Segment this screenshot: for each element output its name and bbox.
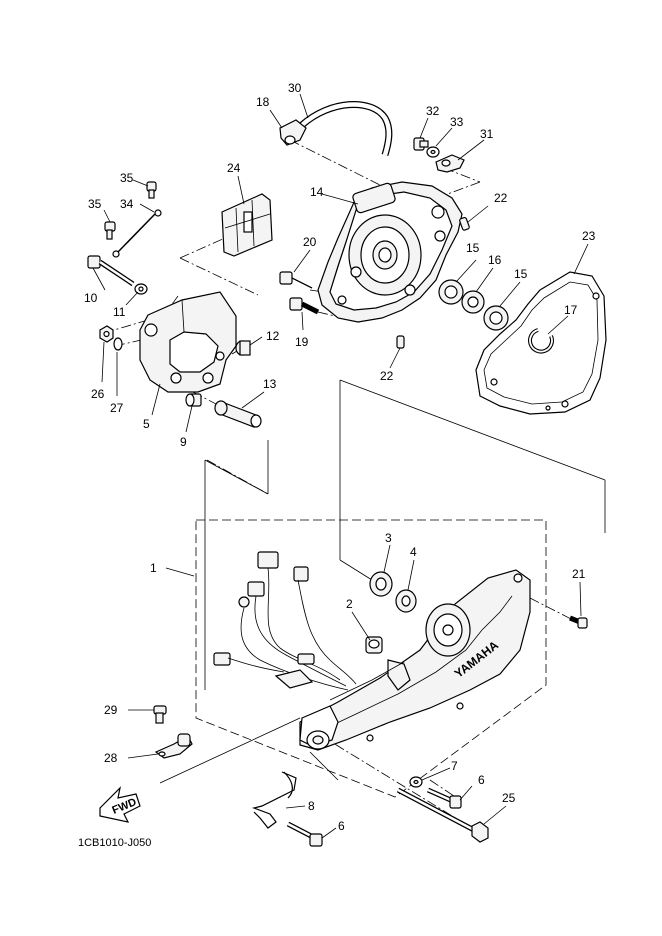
callout-15a: 15 <box>466 241 480 255</box>
callout-28: 28 <box>104 751 118 765</box>
callout-25: 25 <box>502 791 516 805</box>
callout-11: 11 <box>113 305 126 319</box>
bolt-6b <box>286 821 323 847</box>
callout-33: 33 <box>450 115 464 129</box>
washer-11 <box>134 283 148 295</box>
callout-7: 7 <box>451 759 458 773</box>
callouts: 1 2 3 4 5 6 6 7 8 9 10 11 12 13 14 15 15… <box>84 81 596 833</box>
seal-16 <box>461 290 485 314</box>
bolt-25 <box>396 787 489 843</box>
joint-18 <box>279 119 307 146</box>
callout-5: 5 <box>143 417 150 431</box>
callout-29: 29 <box>104 703 118 717</box>
bearing-15a <box>438 279 464 305</box>
spacer-2 <box>365 636 383 654</box>
bolt-32 <box>413 137 429 151</box>
callout-3: 3 <box>385 531 392 545</box>
plate-24 <box>221 193 273 257</box>
callout-19: 19 <box>295 335 309 349</box>
hose-30 <box>299 100 393 157</box>
bolt-21 <box>569 615 588 629</box>
callout-18: 18 <box>256 95 270 109</box>
bolt-20 <box>279 271 313 289</box>
callout-4: 4 <box>410 545 417 559</box>
washer-33 <box>426 146 440 158</box>
callout-31: 31 <box>480 127 494 141</box>
callout-9: 9 <box>180 435 187 449</box>
callout-12: 12 <box>266 329 280 343</box>
circlip-17 <box>528 328 554 354</box>
washer-27 <box>113 337 123 351</box>
crankcase-cover-1 <box>299 569 531 751</box>
callout-15b: 15 <box>514 267 528 281</box>
bracket-8 <box>251 771 297 829</box>
callout-10: 10 <box>84 291 98 305</box>
callout-1: 1 <box>150 561 157 575</box>
callout-16: 16 <box>488 253 502 267</box>
assembly-1-outline <box>195 519 547 798</box>
callout-30: 30 <box>288 81 302 95</box>
wire-34 <box>112 209 162 258</box>
callout-34: 34 <box>120 197 134 211</box>
bracket-5 <box>139 291 237 393</box>
drawing-code: 1CB1010-J050 <box>78 837 151 849</box>
callout-35b: 35 <box>88 197 102 211</box>
callout-27: 27 <box>110 401 124 415</box>
bearing-4 <box>395 589 417 613</box>
callout-14: 14 <box>310 185 324 199</box>
callout-13: 13 <box>263 377 277 391</box>
spacer-13 <box>214 400 262 428</box>
leader-lines <box>92 93 589 839</box>
screw-29 <box>153 705 167 724</box>
callout-8: 8 <box>308 799 315 813</box>
collar-12 <box>235 340 251 356</box>
dowel-pin-22b <box>396 335 405 349</box>
callout-26: 26 <box>91 387 105 401</box>
callout-35a: 35 <box>120 171 134 185</box>
bolt-10 <box>87 255 135 287</box>
washer-7 <box>409 776 423 788</box>
bearing-15b <box>483 305 509 331</box>
gasket-23 <box>475 271 607 415</box>
screw-35a <box>146 181 157 199</box>
callout-32: 32 <box>426 104 440 118</box>
bolt-6a <box>426 787 462 809</box>
clamp-28 <box>154 733 193 759</box>
callout-6b: 6 <box>338 819 345 833</box>
bolt-19 <box>289 297 320 315</box>
callout-17: 17 <box>564 303 578 317</box>
seal-3 <box>369 571 393 597</box>
callout-22a: 22 <box>494 191 508 205</box>
callout-22b: 22 <box>380 369 394 383</box>
clamp-31 <box>435 154 465 173</box>
callout-24: 24 <box>227 161 241 175</box>
callout-20: 20 <box>303 235 317 249</box>
collar-9 <box>185 393 202 407</box>
dowel-pin-22a <box>459 216 470 231</box>
nut-26 <box>99 325 114 343</box>
fwd-arrow-icon <box>99 786 141 823</box>
inner-cover-14 <box>317 181 463 323</box>
wire-harness <box>213 551 357 691</box>
screw-35b <box>104 221 116 240</box>
callout-21: 21 <box>572 567 586 581</box>
callout-23: 23 <box>582 229 596 243</box>
callout-6a: 6 <box>478 773 485 787</box>
callout-2: 2 <box>346 597 353 611</box>
